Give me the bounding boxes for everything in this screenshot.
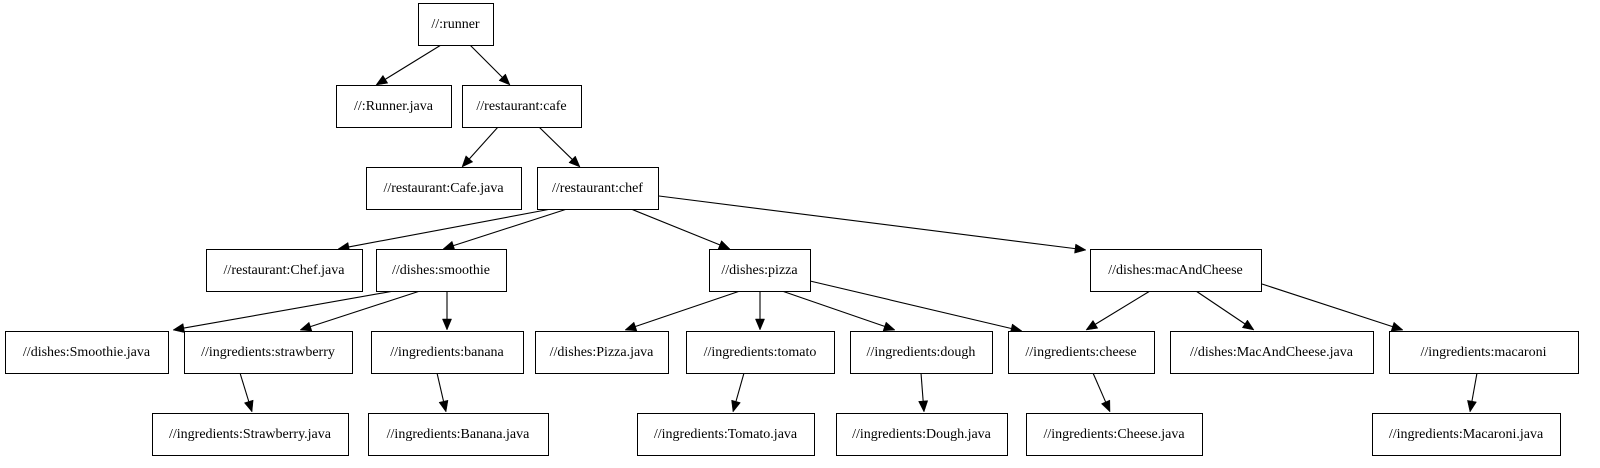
graph-node-restaurant_chef[interactable]: //restaurant:chef: [537, 167, 659, 210]
graph-node-ing_dough[interactable]: //ingredients:dough: [850, 331, 993, 374]
graph-node-label: //dishes:pizza: [721, 263, 798, 278]
graph-node-label: //ingredients:strawberry: [201, 345, 335, 360]
graph-node-label: //ingredients:Cheese.java: [1043, 427, 1185, 442]
graph-node-runner[interactable]: //:runner: [418, 3, 494, 46]
graph-node-label: //dishes:Pizza.java: [550, 345, 655, 360]
graph-node-label: //dishes:MacAndCheese.java: [1190, 345, 1354, 360]
graph-node-cheese_java[interactable]: //ingredients:Cheese.java: [1026, 413, 1203, 456]
graph-node-label: //ingredients:cheese: [1025, 345, 1136, 360]
graph-edge: [442, 208, 568, 251]
graph-node-banana_java[interactable]: //ingredients:Banana.java: [368, 413, 549, 456]
graph-node-smoothie_java[interactable]: //dishes:Smoothie.java: [5, 331, 169, 374]
graph-node-label: //restaurant:chef: [552, 181, 643, 196]
graph-node-ing_strawberry[interactable]: //ingredients:strawberry: [184, 331, 353, 374]
graph-edge: [1085, 290, 1151, 331]
graph-edge: [809, 280, 1023, 334]
graph-node-dishes_pizza[interactable]: //dishes:pizza: [709, 249, 811, 292]
graph-node-label: //ingredients:Dough.java: [852, 427, 992, 442]
graph-edge: [630, 208, 731, 250]
graph-edge: [469, 44, 511, 86]
graph-node-label: //dishes:Smoothie.java: [23, 345, 151, 360]
graph-node-cafe_java[interactable]: //restaurant:Cafe.java: [366, 167, 522, 210]
graph-node-ing_tomato[interactable]: //ingredients:tomato: [686, 331, 835, 374]
graph-node-label: //ingredients:Strawberry.java: [169, 427, 332, 442]
graph-edge: [538, 126, 581, 168]
graph-edge: [442, 291, 452, 331]
graph-edge: [1467, 372, 1478, 413]
graph-edge: [755, 291, 765, 331]
graph-node-pizza_java[interactable]: //dishes:Pizza.java: [535, 331, 669, 374]
graph-node-dough_java[interactable]: //ingredients:Dough.java: [836, 413, 1008, 456]
graph-node-runner_java[interactable]: //:Runner.java: [336, 85, 452, 128]
edges-layer: [172, 44, 1478, 413]
graph-node-label: //:runner: [431, 17, 480, 32]
graph-node-tomato_java[interactable]: //ingredients:Tomato.java: [637, 413, 815, 456]
graph-edge: [731, 372, 745, 413]
graph-edge: [172, 290, 395, 333]
graph-node-ing_macaroni[interactable]: //ingredients:macaroni: [1389, 331, 1579, 374]
graph-edge: [918, 372, 929, 413]
graph-node-label: //ingredients:banana: [390, 345, 504, 360]
graph-node-ing_banana[interactable]: //ingredients:banana: [371, 331, 524, 374]
nodes-layer: //:runner //:Runner.java //restaurant:cafe…: [5, 3, 1579, 456]
graph-node-label: //restaurant:Cafe.java: [383, 181, 504, 196]
graph-node-dishes_smoothie[interactable]: //dishes:smoothie: [376, 249, 507, 292]
graph-edge: [658, 195, 1087, 254]
graph-node-label: //dishes:macAndCheese: [1108, 263, 1243, 278]
graph-edge: [299, 290, 421, 332]
graph-edge: [337, 208, 552, 252]
graph-edge: [436, 372, 449, 413]
graph-node-label: //:Runner.java: [354, 99, 434, 114]
graph-node-macaroni_java[interactable]: //ingredients:Macaroni.java: [1372, 413, 1561, 456]
graph-edge: [1092, 372, 1111, 413]
graph-node-label: //restaurant:Chef.java: [224, 263, 346, 278]
graph-node-chef_java[interactable]: //restaurant:Chef.java: [206, 249, 363, 292]
graph-node-label: //ingredients:tomato: [704, 345, 817, 360]
graph-node-label: //ingredients:Tomato.java: [654, 427, 798, 442]
graph-edge: [1261, 283, 1404, 332]
graph-node-ing_cheese[interactable]: //ingredients:cheese: [1008, 331, 1155, 374]
graph-node-mac_java[interactable]: //dishes:MacAndCheese.java: [1170, 331, 1374, 374]
graph-node-label: //ingredients:macaroni: [1421, 345, 1547, 360]
graph-node-restaurant_cafe[interactable]: //restaurant:cafe: [462, 85, 582, 128]
graph-node-label: //ingredients:Macaroni.java: [1389, 427, 1544, 442]
graph-node-dishes_mac[interactable]: //dishes:macAndCheese: [1090, 249, 1262, 292]
graph-edge: [239, 372, 254, 413]
graph-node-label: //dishes:smoothie: [392, 263, 490, 278]
graph-edge: [461, 126, 499, 168]
graph-edge: [624, 290, 741, 332]
graph-node-strawberry_java[interactable]: //ingredients:Strawberry.java: [152, 413, 349, 456]
graph-edge: [781, 290, 896, 332]
graph-node-label: //ingredients:dough: [867, 345, 976, 360]
graph-edge: [375, 44, 442, 86]
graph-node-label: //ingredients:Banana.java: [387, 427, 530, 442]
graph-edge: [1195, 290, 1255, 331]
graph-node-label: //restaurant:cafe: [476, 99, 566, 114]
